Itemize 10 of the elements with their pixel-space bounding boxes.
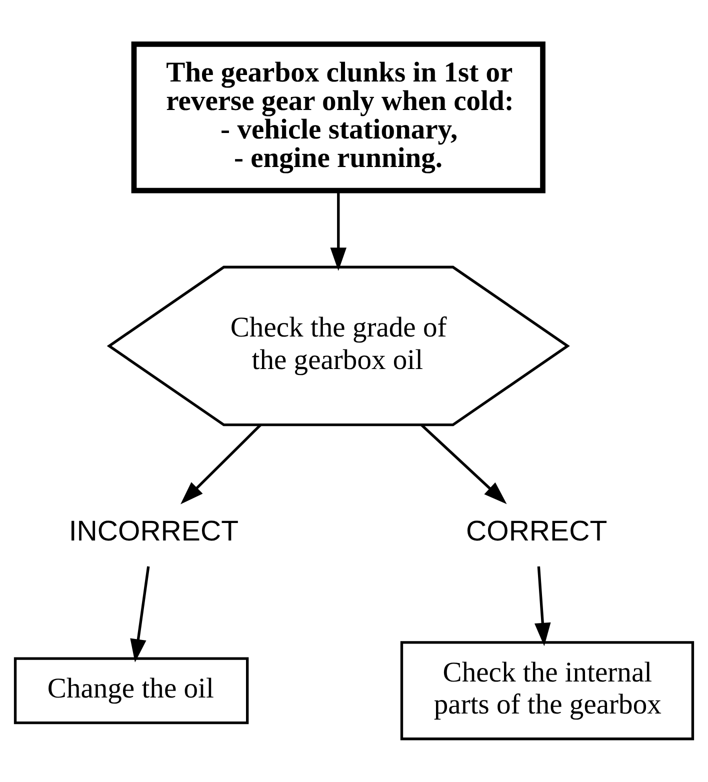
- arrow: [130, 566, 150, 662]
- arrow: [330, 190, 347, 270]
- arrow: [420, 423, 507, 504]
- node-box: The gearbox clunks in 1st or reverse gear only when cold: - vehicle stationary, - engine running.: [131, 40, 546, 193]
- node-text: INCORRECT: [68, 514, 239, 547]
- arrow: [534, 566, 551, 646]
- node-box: Check the internal parts of the gearbox: [400, 640, 694, 740]
- node-box: Change the oil: [14, 656, 249, 724]
- arrow: [180, 423, 262, 504]
- node-text: CORRECT: [466, 514, 608, 547]
